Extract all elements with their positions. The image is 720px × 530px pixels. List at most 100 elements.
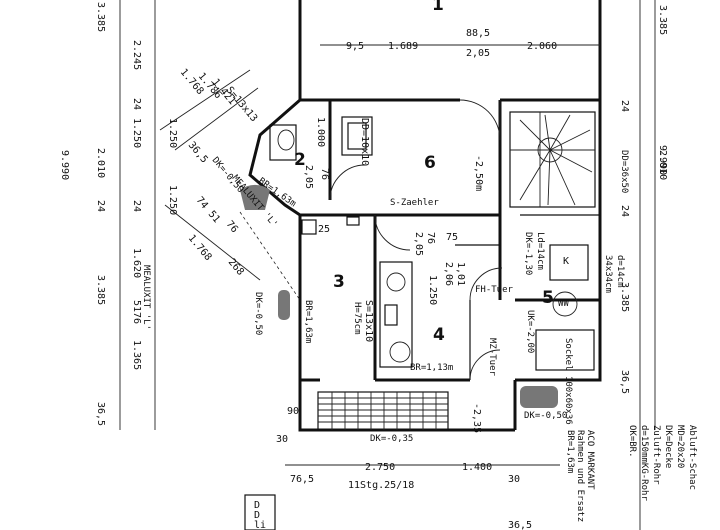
svg-text:24: 24: [95, 200, 106, 212]
svg-text:2.010: 2.010: [657, 150, 668, 180]
svg-text:3.385: 3.385: [95, 2, 106, 32]
svg-text:DK=-0,50: DK=-0,50: [524, 411, 567, 421]
svg-text:FH-Tuer: FH-Tuer: [475, 285, 514, 295]
svg-text:2,05: 2,05: [303, 165, 314, 189]
svg-text:51: 51: [131, 300, 142, 312]
svg-text:24: 24: [131, 200, 142, 212]
svg-text:11Stg.25/18: 11Stg.25/18: [348, 480, 414, 491]
svg-text:76: 76: [224, 219, 240, 235]
svg-text:BR=1,63m: BR=1,63m: [303, 300, 313, 343]
svg-text:36,5: 36,5: [619, 370, 630, 394]
svg-text:30: 30: [508, 474, 520, 485]
svg-text:1.250: 1.250: [427, 275, 438, 305]
svg-text:Sockel 100x60x36: Sockel 100x60x36: [563, 338, 573, 425]
svg-text:li: li: [254, 520, 266, 530]
svg-text:K: K: [563, 256, 569, 267]
interior-annotations: 1.000 2,05 76 DD=10x10 -2,50m BR=1,63m S…: [256, 117, 629, 445]
room-1-label: 1: [432, 0, 444, 15]
svg-text:76: 76: [425, 232, 436, 244]
svg-text:51: 51: [206, 209, 222, 225]
svg-text:Ld=14cm: Ld=14cm: [535, 232, 545, 270]
svg-text:WW: WW: [558, 299, 569, 309]
svg-text:1.250: 1.250: [167, 185, 178, 215]
svg-text:1.768: 1.768: [186, 233, 214, 263]
svg-text:1.400: 1.400: [462, 462, 492, 473]
svg-text:-2,35: -2,35: [471, 403, 482, 433]
svg-text:36,5: 36,5: [186, 140, 210, 166]
svg-text:d=14cm: d=14cm: [615, 255, 625, 288]
svg-text:BR=1,63m: BR=1,63m: [565, 430, 575, 473]
svg-text:MD=20x20: MD=20x20: [675, 425, 685, 468]
svg-text:3.385: 3.385: [95, 275, 106, 305]
dim-top-9-5: 9,5: [346, 41, 364, 52]
svg-text:1.250: 1.250: [167, 118, 178, 148]
svg-text:2,06: 2,06: [443, 262, 454, 286]
legend: Abluft-Schac MD=20x20 DK=Decke Zuluft-Ro…: [565, 425, 697, 522]
svg-text:S-Zaehler: S-Zaehler: [390, 198, 439, 208]
svg-text:UK=-2,00: UK=-2,00: [525, 310, 535, 353]
svg-text:Zuluft-Rohr: Zuluft-Rohr: [651, 425, 661, 485]
svg-text:3.385: 3.385: [619, 282, 630, 312]
svg-text:76: 76: [319, 168, 330, 180]
svg-text:1.250: 1.250: [131, 118, 142, 148]
svg-text:MZ-Tuer: MZ-Tuer: [487, 338, 497, 377]
room-4-label: 4: [433, 325, 445, 345]
svg-text:75: 75: [446, 232, 458, 243]
svg-text:OK=BR.: OK=BR.: [627, 425, 637, 458]
doors: [329, 99, 503, 381]
svg-text:DK=-0,50: DK=-0,50: [253, 292, 263, 335]
diagonal-annotations: 1.768 1.786 1.421 S=13x13 36,5 DK=-0,50 …: [141, 67, 279, 336]
svg-text:D: D: [254, 510, 260, 521]
right-dimension-column: 3.385 9.990 24 2.010 24 3.385 36,5: [619, 5, 668, 394]
svg-text:2.010: 2.010: [95, 148, 106, 178]
svg-text:2,05: 2,05: [413, 232, 424, 256]
svg-text:34x34cm: 34x34cm: [603, 255, 613, 293]
fixtures: [269, 116, 595, 371]
svg-text:H=75cm: H=75cm: [352, 302, 362, 335]
svg-text:36,5: 36,5: [95, 402, 106, 426]
svg-text:9.990: 9.990: [59, 150, 70, 180]
svg-text:2.750: 2.750: [365, 462, 395, 473]
room-6-label: 6: [424, 153, 436, 173]
svg-text:1,01: 1,01: [455, 262, 466, 286]
svg-text:DD=10x10: DD=10x10: [359, 118, 370, 166]
svg-text:76: 76: [131, 312, 142, 324]
svg-text:1.000: 1.000: [315, 117, 326, 147]
svg-text:Abluft-Schac: Abluft-Schac: [687, 425, 697, 490]
svg-text:24: 24: [619, 100, 630, 112]
svg-text:DK=-0,35: DK=-0,35: [370, 434, 413, 444]
svg-text:ACO MARKANT: ACO MARKANT: [585, 430, 595, 490]
left-dimension-column: 3.385 2.245 24 1.250 2.010 24 1.620 3.38…: [59, 2, 178, 426]
dim-top-2-05: 2,05: [466, 48, 490, 59]
light-wells: [240, 184, 558, 408]
dim-top-1689: 1.689: [388, 41, 418, 52]
svg-text:d=150mmKG-Rohr: d=150mmKG-Rohr: [639, 425, 649, 501]
svg-text:1.365: 1.365: [131, 340, 142, 370]
staircase-lower: [317, 391, 449, 431]
svg-text:74: 74: [194, 195, 210, 211]
walls: [248, 0, 602, 432]
svg-text:25: 25: [318, 224, 330, 235]
bottom-dimensions: 76,5 2.750 1.400 30 11Stg.25/18 36,5: [290, 462, 532, 530]
dim-top-2060: 2.060: [527, 41, 557, 52]
svg-text:1.620: 1.620: [131, 248, 142, 278]
room-3-label: 3: [333, 272, 345, 292]
svg-text:24: 24: [131, 98, 142, 110]
svg-text:-2,50m: -2,50m: [473, 155, 484, 191]
svg-text:36,5: 36,5: [508, 520, 532, 530]
staircase-upper: [509, 111, 596, 208]
svg-text:24: 24: [619, 205, 630, 217]
svg-text:Rahmen und Ersatz: Rahmen und Ersatz: [575, 430, 585, 522]
svg-text:D: D: [254, 500, 260, 511]
title-block-corner: D D li: [244, 494, 276, 530]
dimension-lines: [119, 0, 656, 530]
svg-text:30: 30: [276, 434, 288, 445]
svg-text:MEALUXIT 'L': MEALUXIT 'L': [141, 265, 151, 330]
svg-text:DD=36x50: DD=36x50: [619, 150, 629, 193]
svg-text:S=13x10: S=13x10: [363, 300, 374, 342]
svg-text:9.990: 9.990: [657, 145, 668, 175]
room-2-label: 2: [294, 150, 306, 170]
svg-text:2.245: 2.245: [131, 40, 142, 70]
room-5-label: 5: [542, 288, 554, 308]
